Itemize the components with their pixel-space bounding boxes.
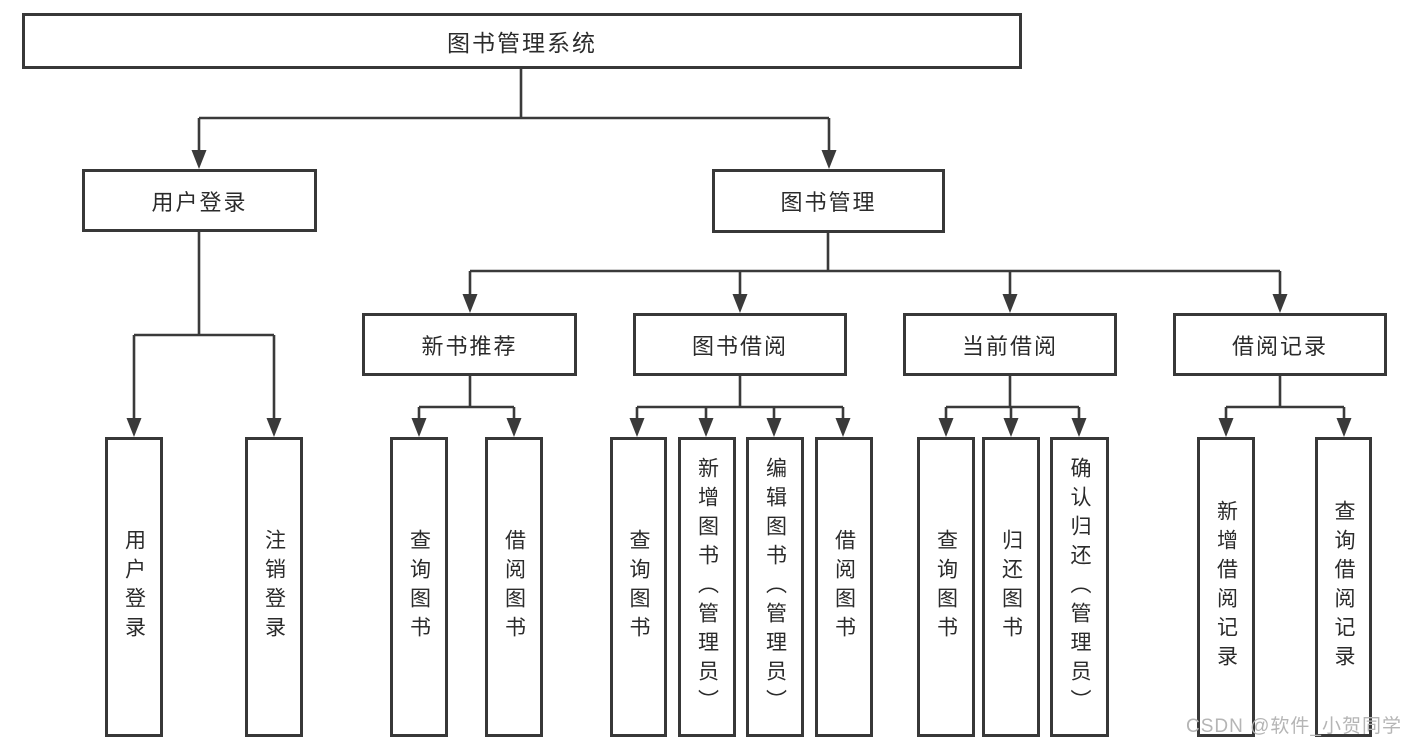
- node-leaf-query-borrow-record: 查询借阅记录: [1315, 437, 1372, 737]
- node-leaf-borrow-book: 借阅图书: [815, 437, 873, 737]
- node-current-borrowing: 当前借阅: [903, 313, 1117, 376]
- node-root: 图书管理系统: [22, 13, 1022, 69]
- node-new-book-recommendation: 新书推荐: [362, 313, 577, 376]
- node-current-borrowing-label: 当前借阅: [961, 333, 1058, 359]
- node-leaf-borrow-book-recommend: 借阅图书: [485, 437, 543, 737]
- node-leaf-logout: 注销登录: [245, 437, 303, 737]
- node-book-management: 图书管理: [712, 169, 945, 233]
- node-user-login-label: 用户登录: [151, 189, 248, 215]
- node-book-borrowing-label: 图书借阅: [691, 333, 788, 359]
- node-leaf-add-borrow-record: 新增借阅记录: [1197, 437, 1255, 737]
- node-root-label: 图书管理系统: [447, 30, 597, 56]
- node-leaf-edit-book-admin: 编辑图书（管理员）: [746, 437, 804, 737]
- node-leaf-user-login: 用户登录: [105, 437, 163, 737]
- node-leaf-return-book: 归还图书: [982, 437, 1040, 737]
- node-new-book-recommendation-label: 新书推荐: [421, 333, 518, 359]
- node-book-management-label: 图书管理: [780, 190, 877, 215]
- node-user-login: 用户登录: [82, 169, 317, 232]
- node-leaf-query-book-recommend: 查询图书: [390, 437, 448, 737]
- node-leaf-query-book-current: 查询图书: [917, 437, 975, 737]
- node-leaf-add-book-admin: 新增图书（管理员）: [678, 437, 736, 737]
- watermark: CSDN @软件_小贺同学: [1186, 716, 1402, 737]
- node-borrowing-records-label: 借阅记录: [1231, 333, 1328, 359]
- node-leaf-query-book-borrowing: 查询图书: [610, 437, 667, 737]
- node-leaf-confirm-return-admin: 确认归还（管理员）: [1050, 437, 1109, 737]
- node-borrowing-records: 借阅记录: [1173, 313, 1387, 376]
- node-book-borrowing: 图书借阅: [633, 313, 847, 376]
